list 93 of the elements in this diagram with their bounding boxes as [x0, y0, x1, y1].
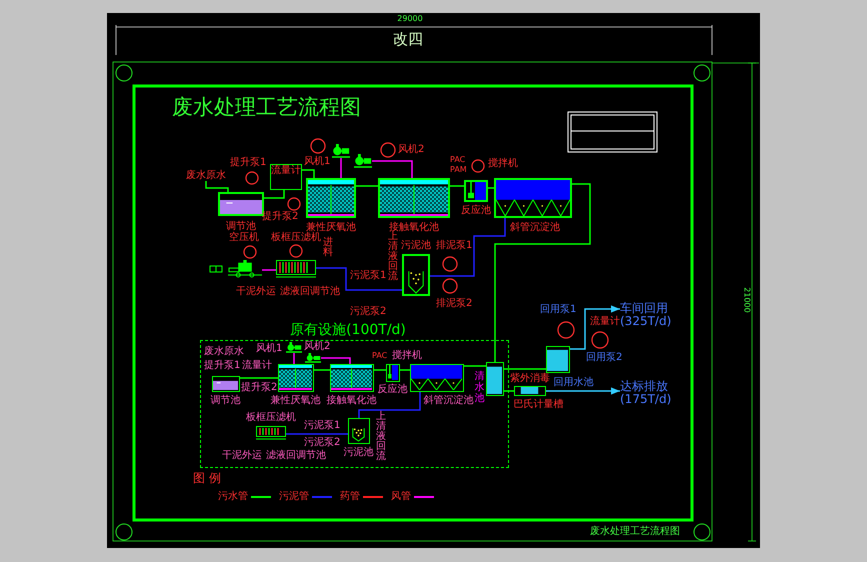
equipment-label: 提升泵2	[262, 211, 298, 222]
equipment-label: 风机2	[304, 341, 330, 352]
meter-label: 流量计	[271, 165, 301, 176]
pipe-line	[262, 269, 276, 271]
legend-label: 药管	[340, 491, 360, 502]
equipment-label: 紫外消毒	[510, 373, 550, 384]
tank-label: 调节池	[226, 221, 256, 232]
pipe-line	[316, 267, 402, 291]
equipment-label: 排泥泵2	[436, 298, 472, 309]
pipe-line	[374, 369, 386, 371]
flow-label: 废水原水	[204, 346, 244, 357]
tank-label: 接触氧化池	[326, 394, 376, 406]
flow-label: (175T/d)	[620, 393, 672, 406]
equipment-label: 排泥泵1	[436, 240, 472, 251]
process-note: 上清液回流	[388, 232, 398, 282]
pipe-line	[494, 183, 591, 362]
pipe-line	[356, 185, 378, 187]
equipment-label: 回用泵2	[586, 352, 622, 363]
equipment-label: 流量计	[590, 316, 620, 327]
equipment-label: 风机2	[398, 144, 424, 155]
flow-label: (325T/d)	[620, 315, 672, 328]
dimension-text: 29000	[397, 15, 423, 24]
tank-label: 斜管沉淀池	[424, 394, 474, 406]
tank-label: 污泥池	[401, 240, 431, 251]
chemical-label: PAC	[450, 156, 466, 165]
dimension-text: 21000	[742, 287, 750, 313]
equipment-label: 提升泵2	[241, 382, 278, 393]
tank-label: 调节池	[210, 394, 240, 406]
equipment-label: 板框压滤机	[271, 232, 321, 243]
chemical-label: PAM	[450, 166, 467, 175]
pipe-line	[488, 187, 494, 189]
pipe-line	[314, 369, 330, 371]
equipment-label: 板框压滤机	[246, 412, 296, 423]
equipment-label: 回用泵1	[540, 304, 576, 315]
process-note: 滤液回调节池	[280, 286, 340, 297]
tank-label: 接触氧化池	[389, 222, 439, 233]
equipment-label: 提升泵1	[204, 360, 240, 371]
tank-label: 兼性厌氧池	[270, 394, 320, 406]
equipment-label: 污泥泵1	[350, 270, 386, 281]
equipment-label: 空压机	[229, 232, 259, 243]
equipment-label: 污泥泵2	[304, 437, 340, 448]
legend-label: 风管	[391, 491, 411, 502]
legend-label: 污泥管	[279, 491, 309, 502]
pipe-line	[372, 160, 413, 178]
pipe-line	[286, 433, 348, 435]
equipment-label: 流量计	[242, 360, 272, 371]
process-note: 进料	[323, 238, 333, 258]
pipe-line	[358, 392, 421, 418]
flow-label: 车间回用	[620, 302, 669, 316]
tank-label: 斜管沉淀池	[510, 222, 560, 233]
equipment-label: 风机1	[304, 156, 330, 167]
pipe-line	[321, 357, 351, 364]
pipe-line	[264, 190, 285, 199]
flow-label: 达标排放	[620, 380, 669, 394]
chemical-label: PAC	[372, 352, 388, 361]
tank-label: 兼性厌氧池	[306, 222, 356, 233]
legend-heading: 图 例	[193, 472, 221, 486]
pipe-line	[464, 365, 486, 367]
revision-text: 改四	[393, 31, 423, 48]
process-note: 干泥外运	[222, 450, 262, 461]
pipe-line	[293, 353, 295, 364]
pipe-line	[302, 169, 315, 178]
pipe-line	[400, 369, 410, 371]
flow-label: 废水原水	[186, 170, 226, 181]
tank-label: 反应池	[378, 384, 408, 394]
tank-label: 反应池	[461, 205, 491, 216]
pipe-line	[240, 377, 278, 379]
process-note: 干泥外运	[236, 286, 276, 297]
equipment-label: 提升泵1	[230, 157, 266, 168]
tank-label: 巴氏计量槽	[514, 398, 564, 410]
pipe-line	[504, 368, 546, 370]
flow-arrow	[546, 387, 620, 395]
pipe-line	[340, 158, 342, 178]
pipe-line	[205, 181, 229, 192]
process-note: 上清液回流	[376, 412, 386, 462]
tank-label: 污泥池	[344, 446, 374, 458]
flow-arrow	[570, 305, 620, 350]
group-title: 原有设施(100T/d)	[290, 323, 406, 338]
equipment-label: 风机1	[256, 343, 282, 354]
tank-label: 回用水池	[554, 376, 594, 388]
equipment-label: 搅拌机	[392, 350, 422, 361]
pipe-line	[430, 218, 506, 277]
equipment-label: 污泥泵1	[304, 420, 340, 431]
pipe-line	[450, 185, 464, 187]
process-note: 滤液回调节池	[266, 450, 326, 461]
pipe-line	[504, 390, 514, 392]
equipment-label: 污泥泵2	[350, 306, 386, 317]
meter-box	[270, 164, 302, 190]
legend-label: 污水管	[218, 491, 248, 502]
tank-label: 清水池	[474, 370, 484, 404]
drawing-name: 废水处理工艺流程图	[590, 526, 680, 537]
diagram-title: 废水处理工艺流程图	[172, 96, 361, 120]
equipment-label: 搅拌机	[488, 158, 518, 169]
